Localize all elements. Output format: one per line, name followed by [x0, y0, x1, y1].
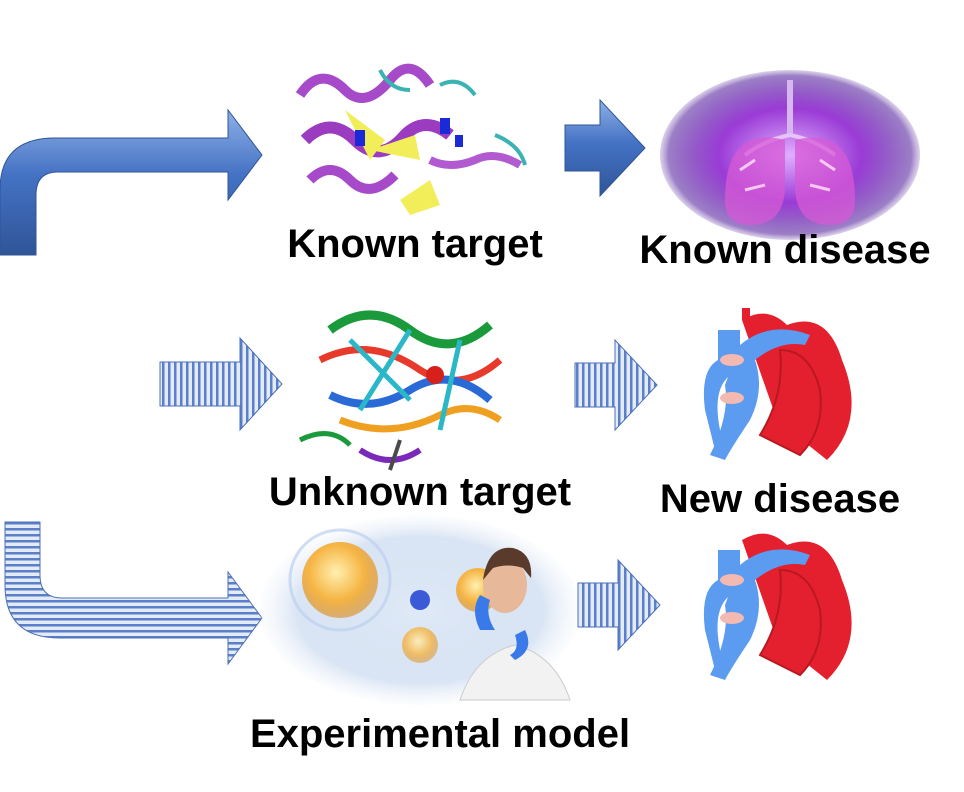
- unknown-target-label: Unknown target: [268, 470, 572, 514]
- known-disease-label: Known disease: [639, 228, 931, 272]
- bent-striped-arrow: [4, 521, 263, 666]
- heart-icon: [703, 533, 852, 680]
- striped-arrow: [577, 558, 661, 652]
- striped-arrow: [159, 336, 283, 432]
- known-target-label: Known target: [287, 222, 543, 266]
- new-disease-label: New disease: [659, 477, 901, 521]
- protein-structure-icon: [295, 63, 527, 215]
- heart-icon: [703, 308, 852, 460]
- solid-arrow: [564, 98, 646, 198]
- lungs-icon: [660, 70, 920, 240]
- bent-solid-arrow: [0, 108, 263, 256]
- experimental-model-label: Experimental model: [249, 712, 631, 756]
- striped-arrow: [574, 338, 658, 432]
- scientist-cells-icon: [260, 515, 580, 705]
- protein-ribbon-icon: [298, 310, 503, 471]
